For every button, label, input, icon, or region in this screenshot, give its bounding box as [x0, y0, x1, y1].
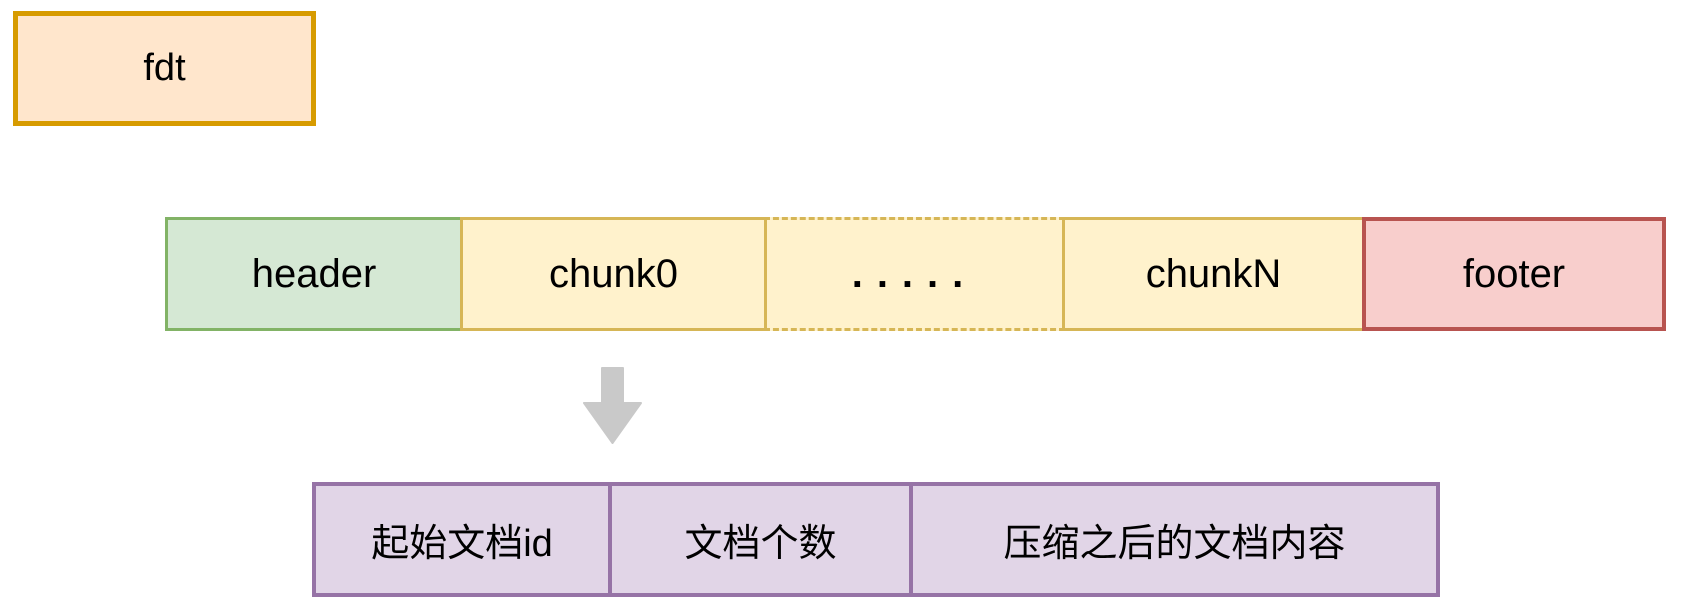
segment-doc-count-label: 文档个数	[684, 523, 837, 565]
segment-footer-label: footer	[1462, 251, 1566, 296]
segment-header: header	[165, 217, 463, 331]
file-name-label: fdt	[143, 47, 186, 89]
segment-doc-count: 文档个数	[608, 482, 913, 597]
segment-start-doc-id-label: 起始文档id	[371, 523, 553, 565]
segment-start-doc-id: 起始文档id	[312, 482, 612, 597]
segment-chunkN: chunkN	[1062, 217, 1365, 331]
segment-header-label: header	[251, 251, 377, 296]
file-name-box: fdt	[13, 11, 316, 126]
segment-ellipsis: .....	[764, 217, 1065, 331]
segment-chunk0: chunk0	[460, 217, 767, 331]
segment-footer: footer	[1362, 217, 1666, 331]
segment-compressed-doc-content: 压缩之后的文档内容	[909, 482, 1440, 597]
segment-chunkN-label: chunkN	[1145, 251, 1282, 296]
segment-compressed-doc-content-label: 压缩之后的文档内容	[1003, 523, 1346, 565]
segment-chunk0-label: chunk0	[549, 251, 678, 296]
segment-ellipsis-label: .....	[851, 251, 978, 296]
